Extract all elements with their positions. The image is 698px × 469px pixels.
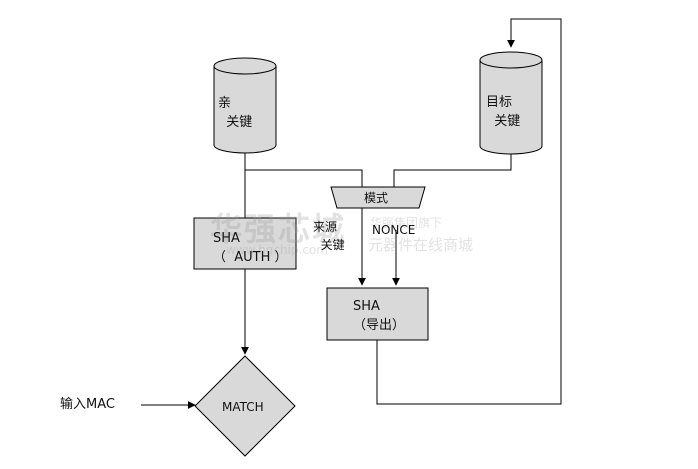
mode-mux-shape <box>330 186 426 209</box>
match-diamond <box>194 355 296 457</box>
source-key-label: 来源 关键 <box>313 220 345 252</box>
input-mac-label: 输入MAC <box>60 397 115 412</box>
sha-auth-label: SHA （ AUTH ） <box>213 231 288 265</box>
target-key-cylinder <box>479 51 543 155</box>
sha-auth-box <box>193 217 297 270</box>
sha-export-label: SHA （导出） <box>353 299 406 333</box>
match-label: MATCH <box>222 400 264 414</box>
mode-mux-label: 模式 <box>364 191 389 205</box>
sha-export-box <box>326 287 429 341</box>
parent-key-label: 亲 关键 <box>218 96 253 130</box>
connectors <box>141 18 562 409</box>
nonce-label: NONCE <box>372 223 416 237</box>
parent-key-cylinder <box>213 57 277 154</box>
target-key-label: 目标 关键 <box>486 95 521 129</box>
